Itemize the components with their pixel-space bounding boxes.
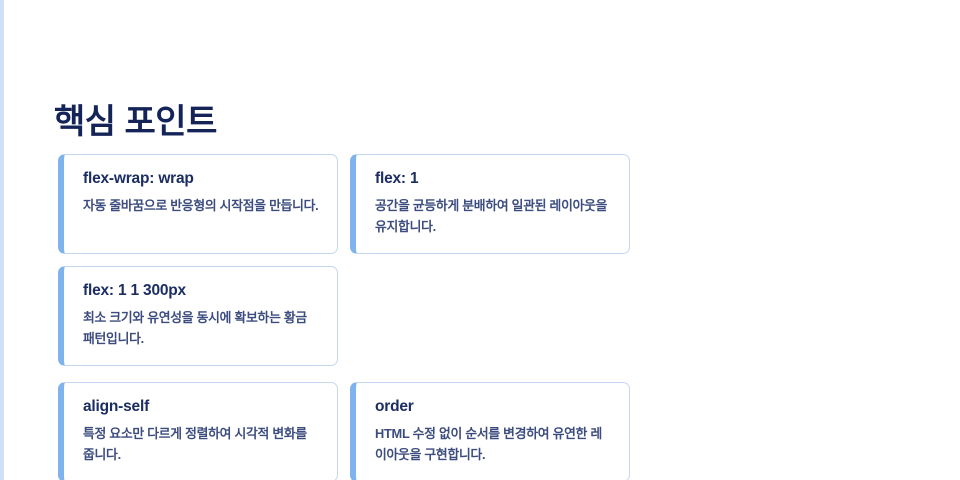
key-point-card[interactable]: align-self 특정 요소만 다르게 정렬하여 시각적 변화를 줍니다.: [58, 382, 338, 480]
card-title: align-self: [83, 398, 150, 415]
card-title: flex: 1 1 300px: [83, 282, 186, 299]
key-point-card[interactable]: order HTML 수정 없이 순서를 변경하여 유연한 레이아웃을 구현합니…: [350, 382, 630, 480]
card-description: HTML 수정 없이 순서를 변경하여 유연한 레이아웃을 구현합니다.: [375, 426, 602, 462]
key-point-card[interactable]: flex-wrap: wrap 자동 줄바꿈으로 반응형의 시작점을 만듭니다.: [58, 154, 338, 254]
page-title: 핵심 포인트: [54, 102, 217, 141]
card-title: order: [375, 398, 414, 415]
card-title: flex: 1: [375, 170, 419, 187]
key-point-card[interactable]: flex: 1 1 300px 최소 크기와 유연성을 동시에 확보하는 황금 …: [58, 266, 338, 366]
card-title: flex-wrap: wrap: [83, 170, 194, 187]
key-points-card-grid: flex-wrap: wrap 자동 줄바꿈으로 반응형의 시작점을 만듭니다.…: [58, 154, 920, 480]
card-row-1: flex-wrap: wrap 자동 줄바꿈으로 반응형의 시작점을 만듭니다.…: [58, 154, 920, 366]
card-description: 최소 크기와 유연성을 동시에 확보하는 황금 패턴입니다.: [83, 310, 307, 346]
card-description: 특정 요소만 다르게 정렬하여 시각적 변화를 줍니다.: [83, 426, 307, 462]
card-description: 공간을 균등하게 분배하여 일관된 레이아웃을 유지합니다.: [375, 198, 608, 234]
card-description: 자동 줄바꿈으로 반응형의 시작점을 만듭니다.: [83, 198, 319, 214]
card-row-2: align-self 특정 요소만 다르게 정렬하여 시각적 변화를 줍니다. …: [58, 382, 920, 480]
key-point-card[interactable]: flex: 1 공간을 균등하게 분배하여 일관된 레이아웃을 유지합니다.: [350, 154, 630, 254]
